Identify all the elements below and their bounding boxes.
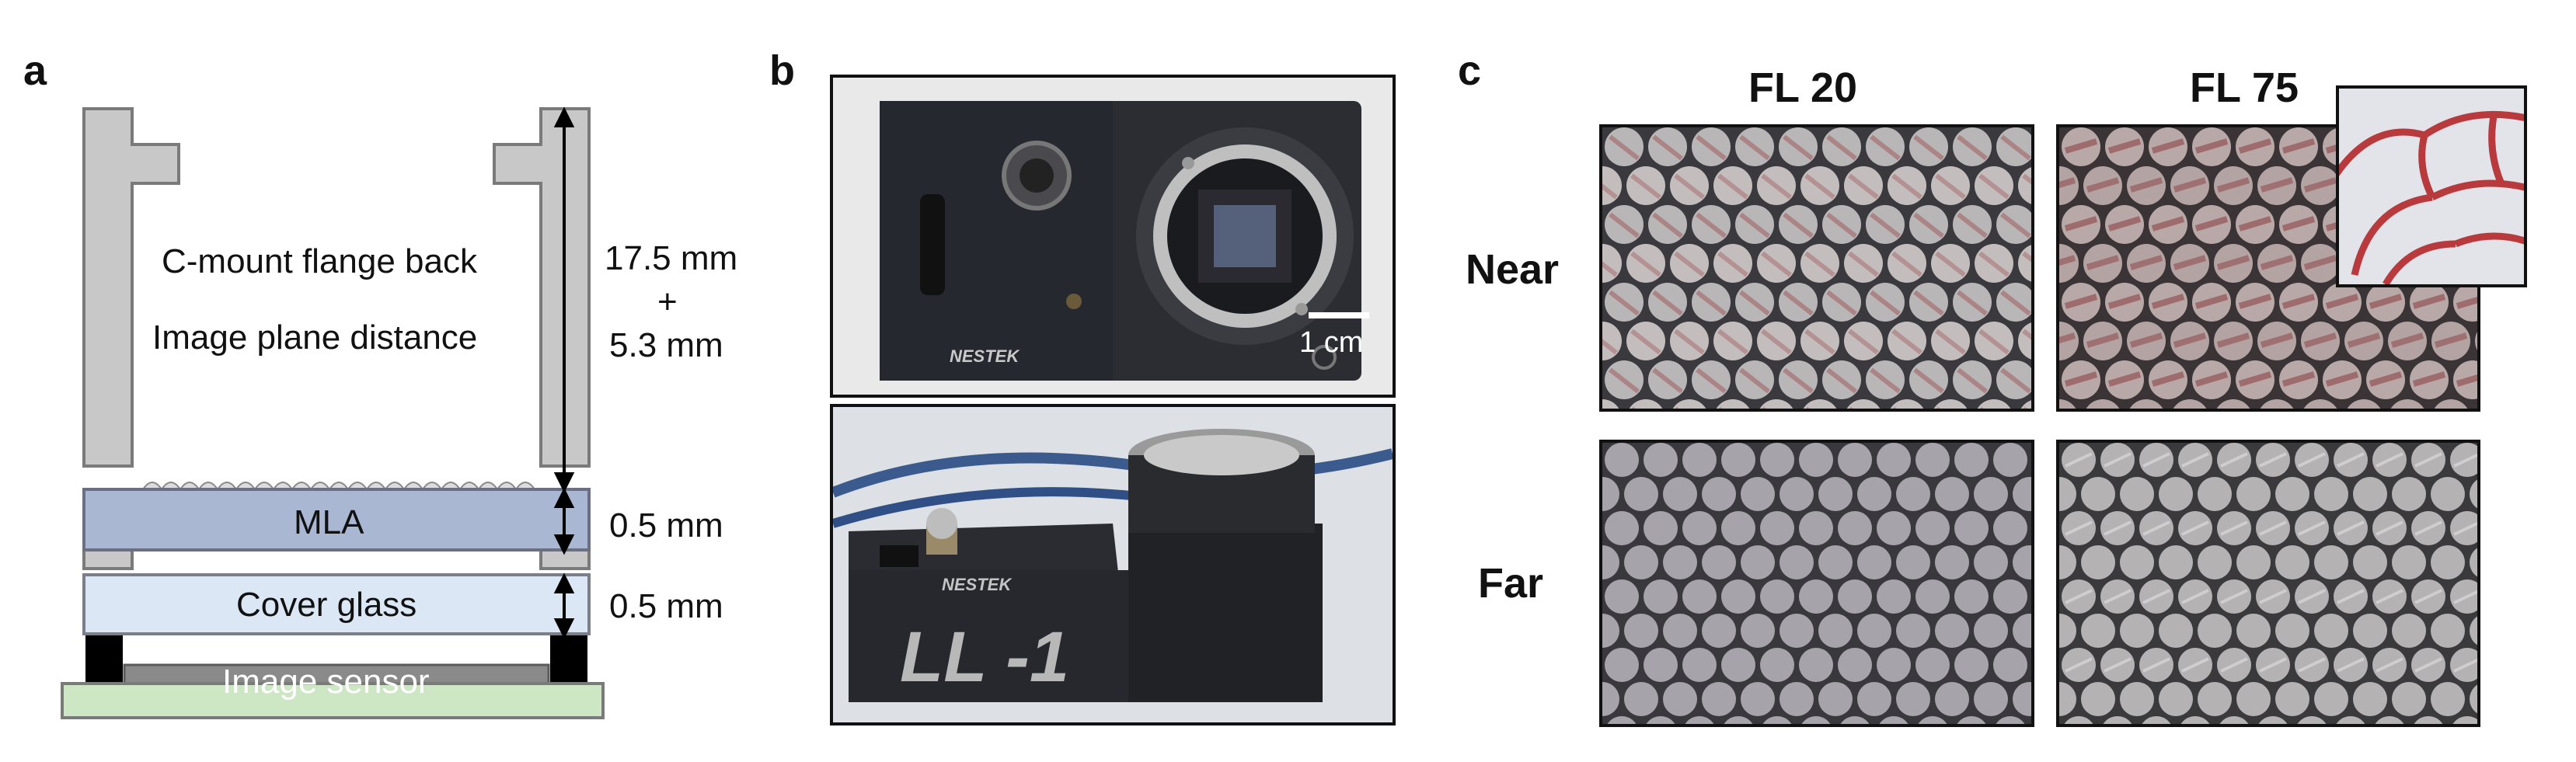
camera-cross-section-diagram [61,106,605,719]
brand-label-bottom: NESTEK [942,575,1012,594]
mla-label: MLA [294,503,364,541]
cover-glass-dim-label: 0.5 mm [609,587,723,625]
mla-plate [82,488,591,551]
cover-glass [82,573,591,635]
cover-glass-label: Cover glass [236,586,417,624]
lenslet-image-near-fl20 [1599,124,2034,412]
housing-left-lower [82,548,134,570]
microlens-bumps [141,482,536,491]
row-header-far: Far [1478,560,1544,607]
flange-label-line2: Image plane distance [152,318,478,357]
panel-label-b: b [769,47,795,94]
dim-label-17-5: 17.5 mm [605,239,738,277]
dim-label-plus: + [657,283,678,321]
scene-inset-texture [2339,89,2524,284]
panel-label-c: c [1458,47,1482,94]
brand-label-top: NESTEK [950,346,1020,366]
model-label: LL -1 [900,618,1070,697]
row-header-near: Near [1466,246,1560,293]
image-sensor-label: Image sensor [222,663,430,701]
camera-front-photo: NESTEK 1 cm [830,75,1396,398]
column-header-fl20: FL 20 [1748,64,1858,111]
column-header-fl75: FL 75 [2190,64,2299,111]
mla-dim-label: 0.5 mm [609,506,723,545]
flange-label-line1: C-mount flange back [162,242,477,280]
housing-right-wall [493,107,591,468]
sensor-mount-left [85,635,123,684]
housing-left-wall [82,107,180,468]
scale-bar-label: 1 cm [1299,326,1364,359]
lenslet-image-far-fl20 [1599,440,2034,727]
dim-label-5-3: 5.3 mm [609,326,723,364]
camera-side-photo: NESTEK LL -1 [830,404,1396,725]
dimension-arrows [553,106,575,639]
lenslet-image-far-fl75 [2056,440,2480,727]
camera-front-illustration [880,101,1369,381]
scene-inset-image [2336,85,2527,287]
camera-side-illustration [833,407,1393,722]
pcb-board [61,682,605,719]
sensor-mount-right [550,635,587,684]
panel-label-a: a [23,47,47,94]
